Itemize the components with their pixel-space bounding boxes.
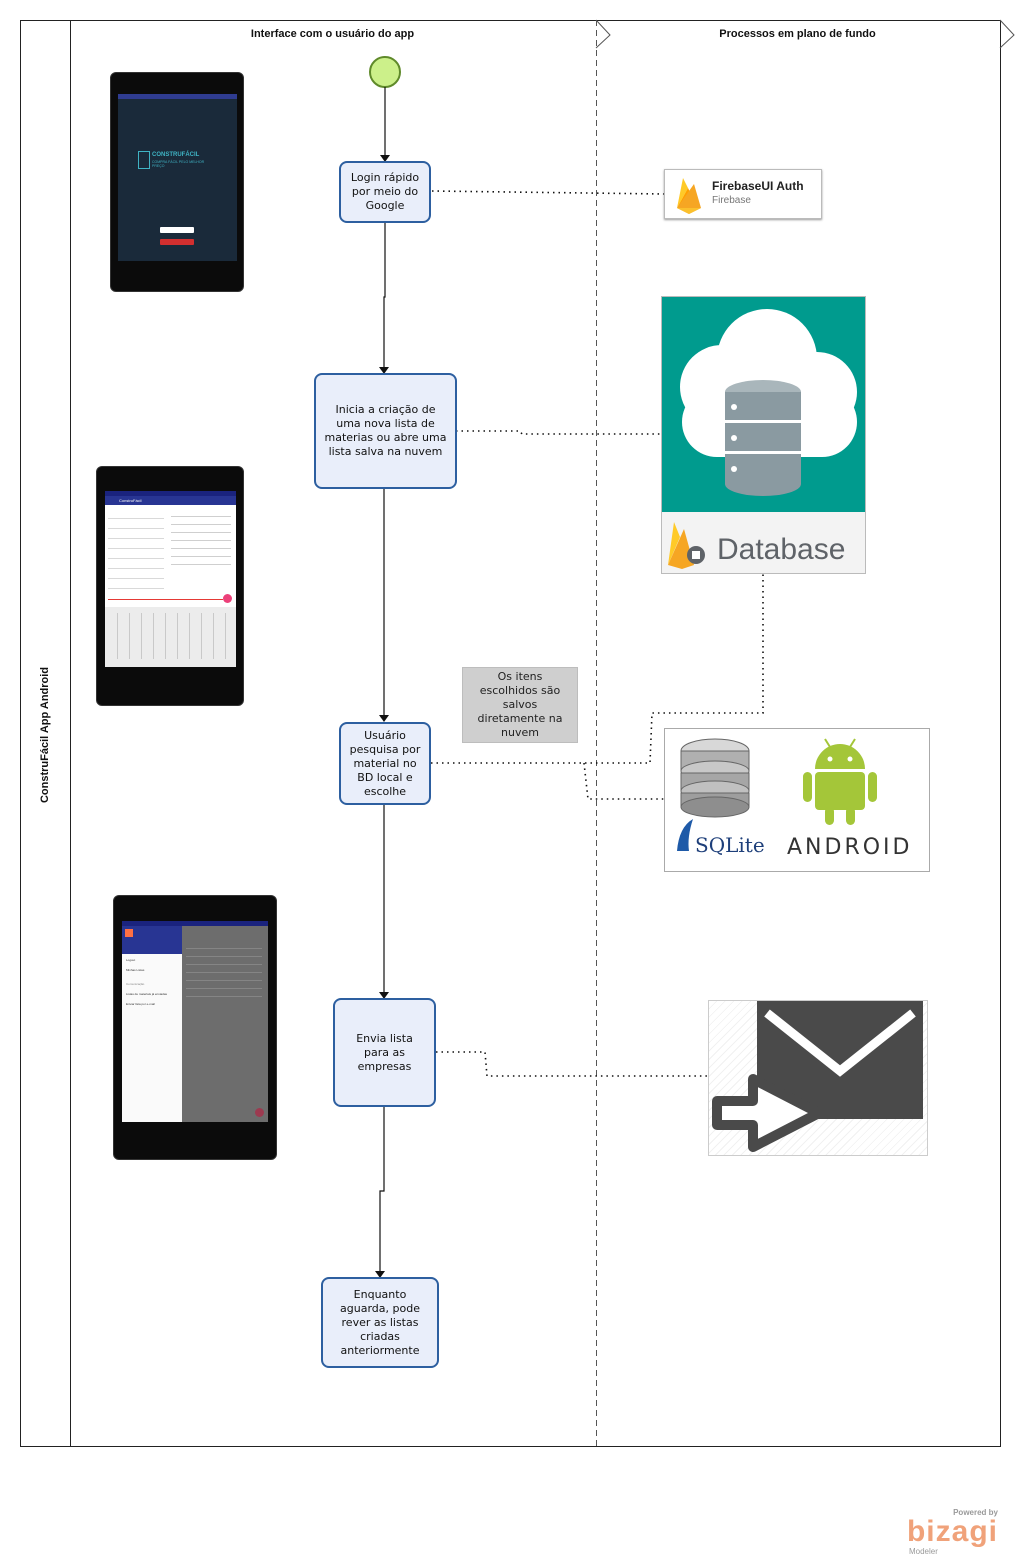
send-mail-icon xyxy=(712,1001,923,1152)
firebase-auth-card: FirebaseUI Auth Firebase xyxy=(664,169,822,219)
associations xyxy=(431,190,764,1077)
app-toolbar: ConstruFácil xyxy=(105,496,236,505)
watermark-powered: Powered by xyxy=(953,1508,998,1517)
task-send-list[interactable]: Envia lista para as empresas xyxy=(333,998,436,1107)
start-event xyxy=(369,56,401,88)
google-signin-button xyxy=(160,227,194,233)
database-image: Database xyxy=(661,296,866,574)
send-fab-icon xyxy=(255,1108,264,1117)
task-search-material[interactable]: Usuário pesquisa por material no BD loca… xyxy=(339,722,431,805)
firebase-auth-subtitle: Firebase xyxy=(712,195,751,206)
pool-border xyxy=(20,20,1001,1447)
phone-search-screenshot: ConstruFácil xyxy=(96,466,244,706)
watermark-brand: bizagi xyxy=(906,1515,998,1548)
cloud-database-icon: Database xyxy=(662,297,865,573)
sqlite-db-icon: SQLite ANDROID xyxy=(677,738,912,860)
sequence-flows xyxy=(379,87,386,1272)
phone-login-screenshot: CONSTRUFÁCIL COMPRA FÁCIL PELO MELHOR PR… xyxy=(110,72,244,292)
phone-menu-screenshot: Logout Minhas Listas Comunicação Listas … xyxy=(113,895,277,1160)
navigation-drawer: Logout Minhas Listas Comunicação Listas … xyxy=(122,926,182,1122)
signin-button xyxy=(160,239,194,245)
database-label: Database xyxy=(717,533,845,566)
brand-title: CONSTRUFÁCIL xyxy=(152,152,200,158)
selected-list xyxy=(171,511,231,571)
lane-chevron-1 xyxy=(595,19,611,49)
sqlite-label: SQLite xyxy=(695,833,765,857)
menu-item-lists: Minhas Listas xyxy=(126,968,145,972)
task-login-google[interactable]: Login rápido por meio do Google xyxy=(339,161,431,223)
pool-title: ConstruFácil App Android xyxy=(39,666,51,804)
lane-title-ui: Interface com o usuário do app xyxy=(250,28,415,40)
lane-chevron-2 xyxy=(999,19,1015,49)
material-list xyxy=(108,511,164,596)
bizagi-watermark: Powered by bizagi Modeler xyxy=(907,1508,998,1556)
menu-item-sent-lists: Listas de materiais já enviadas xyxy=(126,992,168,996)
app-logo-icon xyxy=(138,151,150,169)
menu-item-logout: Logout xyxy=(126,958,136,962)
onscreen-keyboard xyxy=(105,607,236,667)
menu-item-send-email: Enviar lista por e-mail xyxy=(126,1002,155,1006)
menu-section-communication: Comunicação xyxy=(126,982,145,986)
arrowheads xyxy=(375,155,390,1278)
task-create-list[interactable]: Inicia a criação de uma nova lista de ma… xyxy=(314,373,457,489)
firebase-auth-title: FirebaseUI Auth xyxy=(712,179,804,193)
watermark-product: Modeler xyxy=(908,1547,938,1556)
lane-title-background: Processos em plano de fundo xyxy=(719,28,876,40)
android-robot-icon xyxy=(803,738,877,825)
mail-image xyxy=(708,1000,928,1156)
brand-subtitle: COMPRA FÁCIL PELO MELHOR PREÇO xyxy=(152,160,205,168)
send-fab-icon xyxy=(223,594,232,603)
sqlite-android-image: SQLite ANDROID xyxy=(664,728,930,872)
user-avatar xyxy=(125,929,133,937)
sqlite-feather-icon xyxy=(677,819,693,851)
task-review-lists[interactable]: Enquanto aguarda, pode rever as listas c… xyxy=(321,1277,439,1368)
android-label: ANDROID xyxy=(787,835,912,860)
annotation-note: Os itens escolhidos são salvos diretamen… xyxy=(462,667,578,743)
firebase-flame-icon xyxy=(677,178,701,214)
